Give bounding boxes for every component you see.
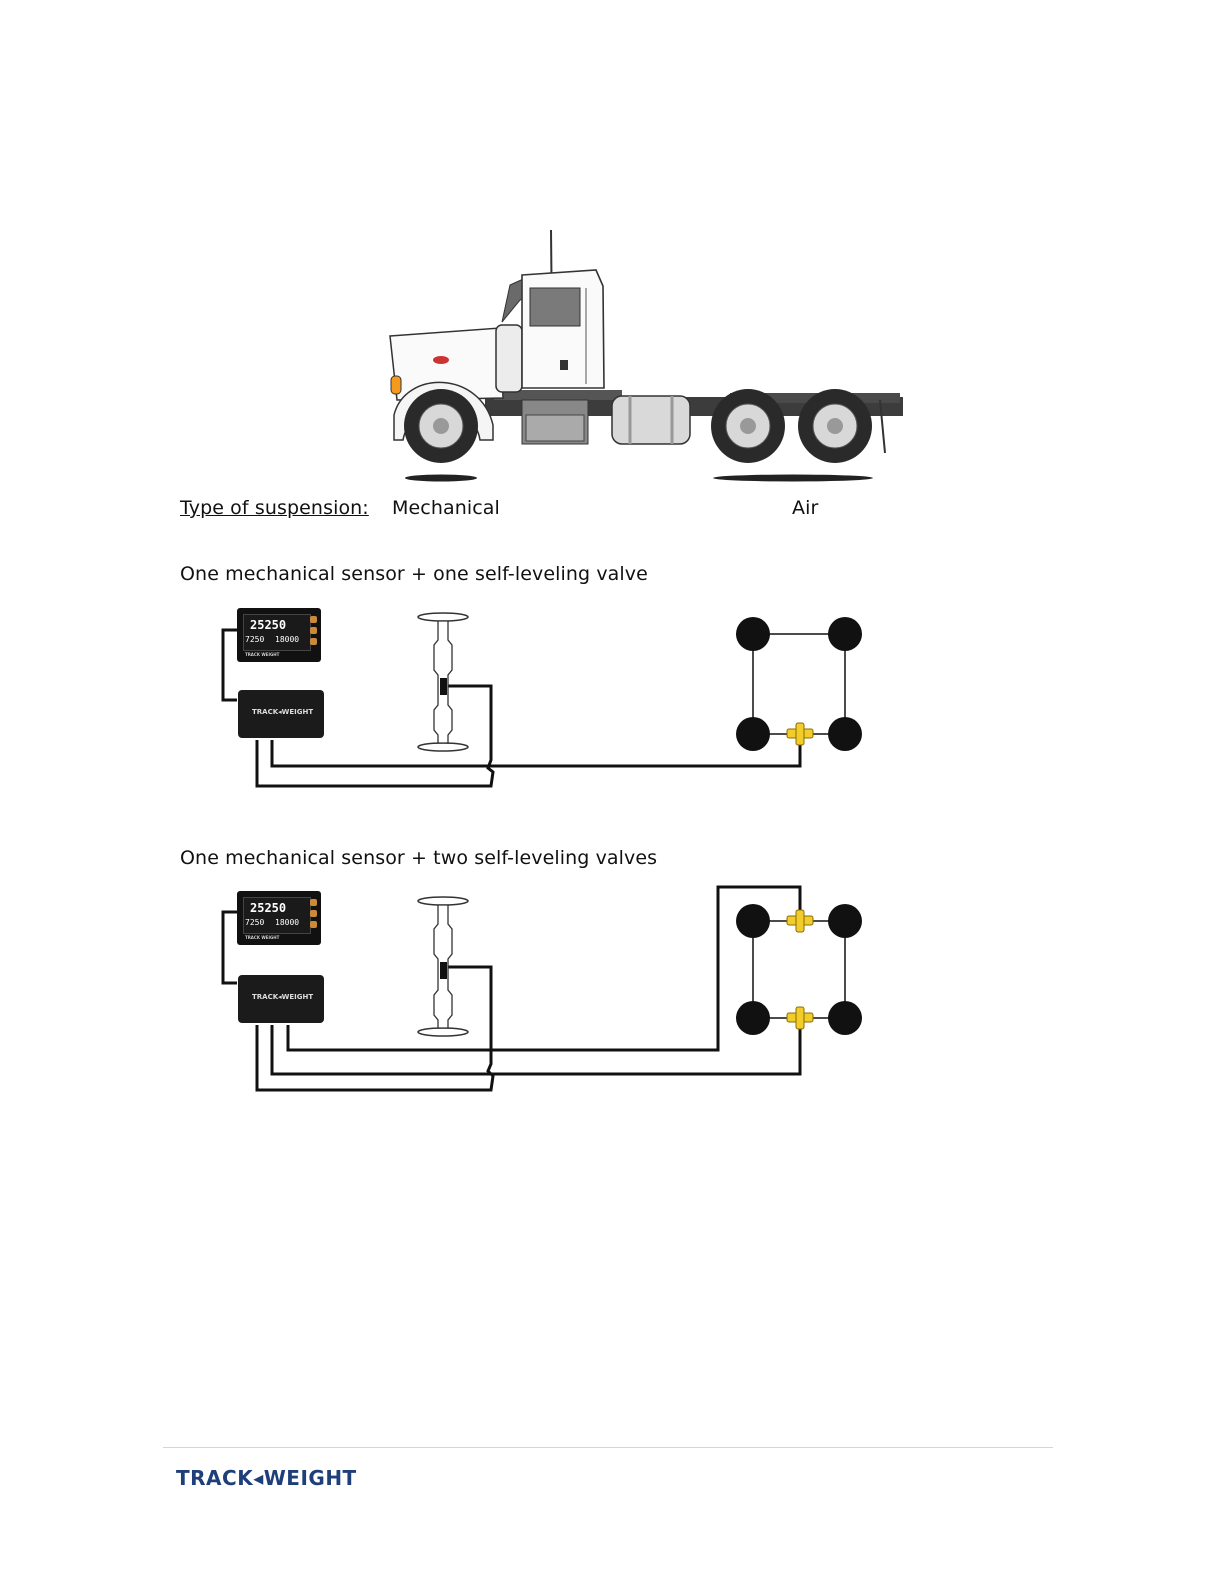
air-bag-icon: [828, 904, 862, 938]
footer-divider: [163, 1447, 1053, 1448]
tee-fitting-icon: [787, 910, 813, 932]
air-bag-icon: [736, 904, 770, 938]
weight-display-device: 25250 7250 18000 TRACK WEIGHT: [237, 891, 321, 945]
footer-logo: TRACK◂WEIGHT: [176, 1466, 357, 1490]
module-brand: TRACK◂WEIGHT: [252, 993, 313, 1001]
display-left-value: 7250: [245, 918, 264, 927]
display-total-value: 25250: [250, 901, 286, 915]
air-bag-icon: [828, 1001, 862, 1035]
control-module-device: TRACK◂WEIGHT: [238, 975, 324, 1023]
display-right-value: 18000: [275, 918, 299, 927]
display-brand: TRACK WEIGHT: [245, 935, 279, 940]
tee-fitting-icon: [787, 1007, 813, 1029]
air-bag-icon: [736, 1001, 770, 1035]
